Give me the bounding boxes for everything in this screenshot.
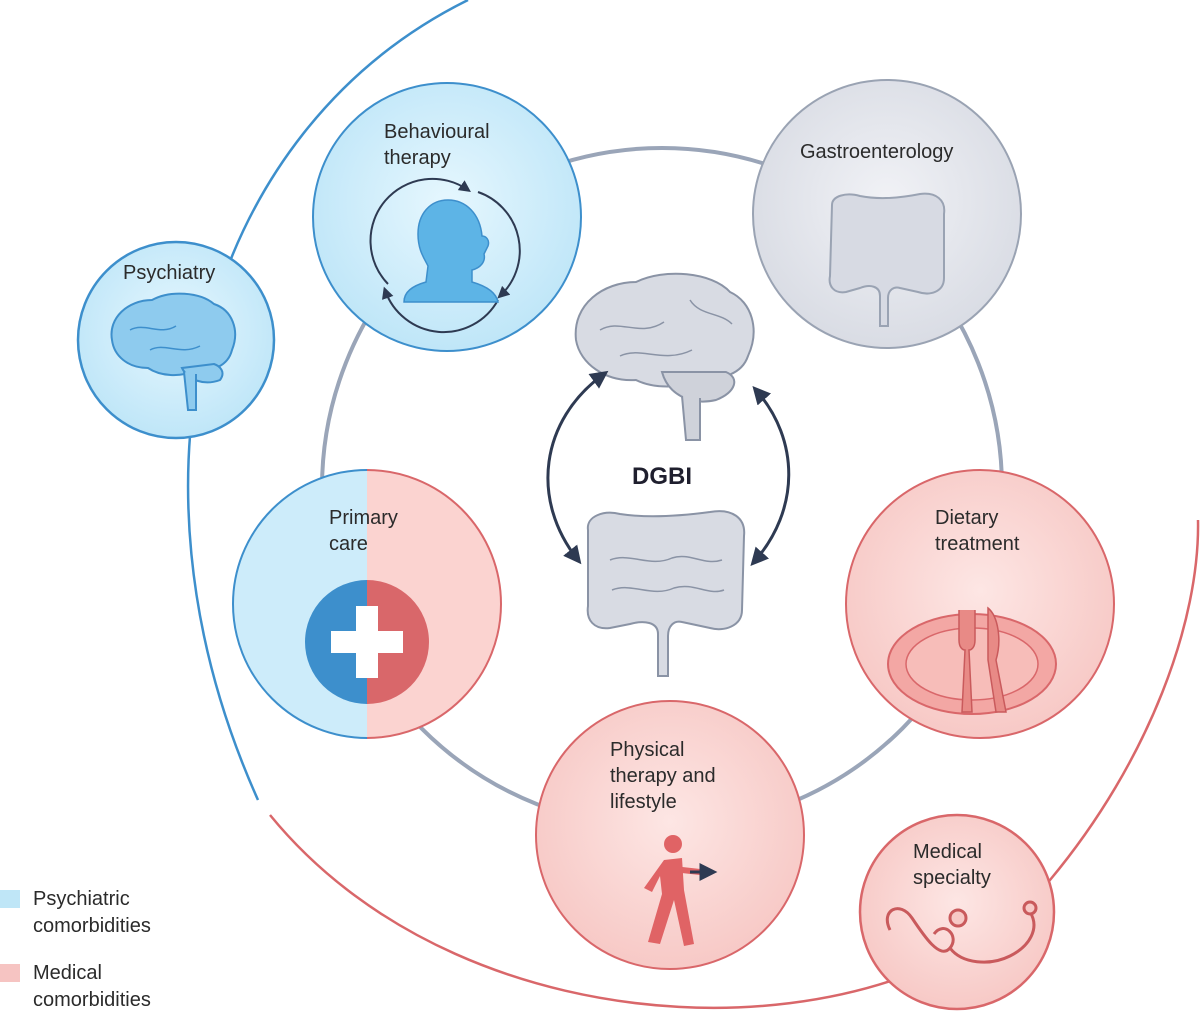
walking-person-icon <box>644 835 718 946</box>
gastro-label: Gastroenterology <box>800 141 953 163</box>
physical-label-line2: therapy and <box>610 765 716 787</box>
brain-icon <box>110 292 237 411</box>
center-label: DGBI <box>632 463 692 490</box>
medical-label-line2: specialty <box>913 867 991 889</box>
legend-medical-line1: Medical <box>33 962 102 984</box>
psychiatry-label: Psychiatry <box>123 262 215 284</box>
node-physical-therapy: Physical therapy and lifestyle <box>535 700 805 970</box>
legend-psychiatric-line1: Psychiatric <box>33 888 130 910</box>
node-primary-care: Primary care <box>232 469 502 739</box>
legend-medical-line2: comorbidities <box>33 989 151 1011</box>
legend-psychiatric-line2: comorbidities <box>33 915 151 937</box>
legend-swatch-medical <box>0 964 20 982</box>
physical-label-line1: Physical <box>610 739 684 761</box>
node-behavioural-therapy: Behavioural therapy <box>312 82 582 352</box>
colon-icon <box>828 192 946 327</box>
plate-cutlery-icon <box>887 606 1057 715</box>
behavioural-label-line1: Behavioural <box>384 121 490 143</box>
physical-label-line3: lifestyle <box>610 791 677 813</box>
medical-label-line1: Medical <box>913 841 982 863</box>
center-brain-icon <box>574 272 755 441</box>
medical-cross-icon <box>305 580 429 704</box>
center-bidirectional-arrows <box>546 370 791 567</box>
node-dietary-treatment: Dietary treatment <box>845 469 1115 739</box>
behavioural-label-line2: therapy <box>384 147 451 169</box>
node-medical-specialty: Medical specialty <box>858 813 1056 1011</box>
dietary-label-line1: Dietary <box>935 507 998 529</box>
stethoscope-icon <box>885 900 1038 964</box>
dietary-label-line2: treatment <box>935 533 1020 555</box>
primary-label-line2: care <box>329 533 368 555</box>
node-psychiatry: Psychiatry <box>76 240 276 440</box>
center-gut-icon <box>586 510 746 677</box>
head-cycle-icon <box>369 177 521 334</box>
legend-swatch-psychiatric <box>0 890 20 908</box>
primary-label-line1: Primary <box>329 507 398 529</box>
node-gastroenterology: Gastroenterology <box>752 79 1022 349</box>
